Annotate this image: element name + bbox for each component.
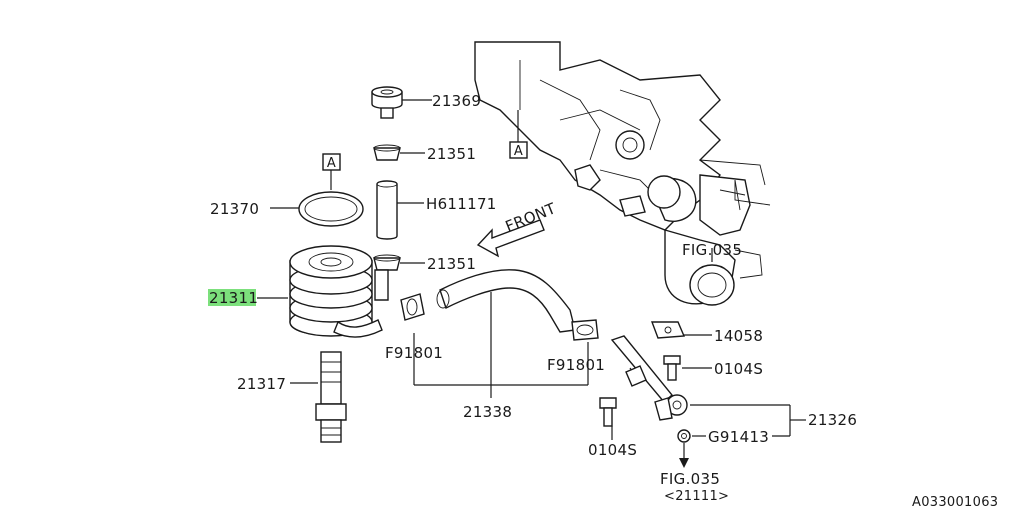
- pipe-21326: [610, 335, 806, 436]
- label-21351-bottom: 21351: [427, 255, 476, 273]
- cap-21369: [371, 86, 432, 119]
- label-21351-top: 21351: [427, 145, 476, 163]
- label-21338: 21338: [463, 403, 512, 421]
- bolt-0104s-bottom: [599, 397, 617, 440]
- front-direction-arrow: [476, 219, 545, 258]
- bracket-14058: [650, 321, 712, 339]
- label-21317: 21317: [237, 375, 286, 393]
- union-bolt-21317: [290, 351, 347, 443]
- ref-marker-a-right: A: [509, 110, 528, 159]
- label-fig035-bottom-ref: <21111>: [664, 489, 729, 504]
- drawing-code: A033001063: [912, 495, 998, 510]
- clamp-21351-bottom: [373, 254, 425, 271]
- clip-f91801-left: [400, 293, 425, 321]
- ref-marker-a-left: A: [322, 153, 341, 190]
- bolt-0104s-right: [663, 355, 712, 381]
- label-21370: 21370: [210, 200, 259, 218]
- label-21369: 21369: [432, 92, 481, 110]
- hose-21338: [413, 269, 589, 398]
- label-fig035-bottom: FIG.035: [660, 470, 720, 488]
- label-f91801-right: F91801: [547, 356, 605, 374]
- engine-block-drawing: [474, 41, 771, 306]
- clamp-21351-top: [373, 144, 425, 161]
- oring-21370: [270, 191, 364, 227]
- highlight-21311: [208, 289, 256, 306]
- label-g91413: G91413: [708, 428, 769, 446]
- label-14058: 14058: [714, 327, 763, 345]
- fig035-bottom-arrow: [679, 443, 689, 468]
- label-21326: 21326: [808, 411, 857, 429]
- label-0104s-right: 0104S: [714, 360, 763, 378]
- hose-h611171: [376, 180, 424, 240]
- clip-f91801-right: [571, 319, 599, 341]
- label-f91801-left: F91801: [385, 344, 443, 362]
- oil-cooler-21311: [257, 245, 389, 338]
- label-h611171: H611171: [426, 195, 497, 213]
- gasket-g91413: [677, 429, 790, 443]
- label-0104s-bottom: 0104S: [588, 441, 637, 459]
- svg-text:A: A: [327, 156, 336, 171]
- svg-text:A: A: [514, 144, 523, 159]
- label-fig035-top: FIG.035: [682, 241, 742, 259]
- label-21311: 21311: [209, 289, 258, 307]
